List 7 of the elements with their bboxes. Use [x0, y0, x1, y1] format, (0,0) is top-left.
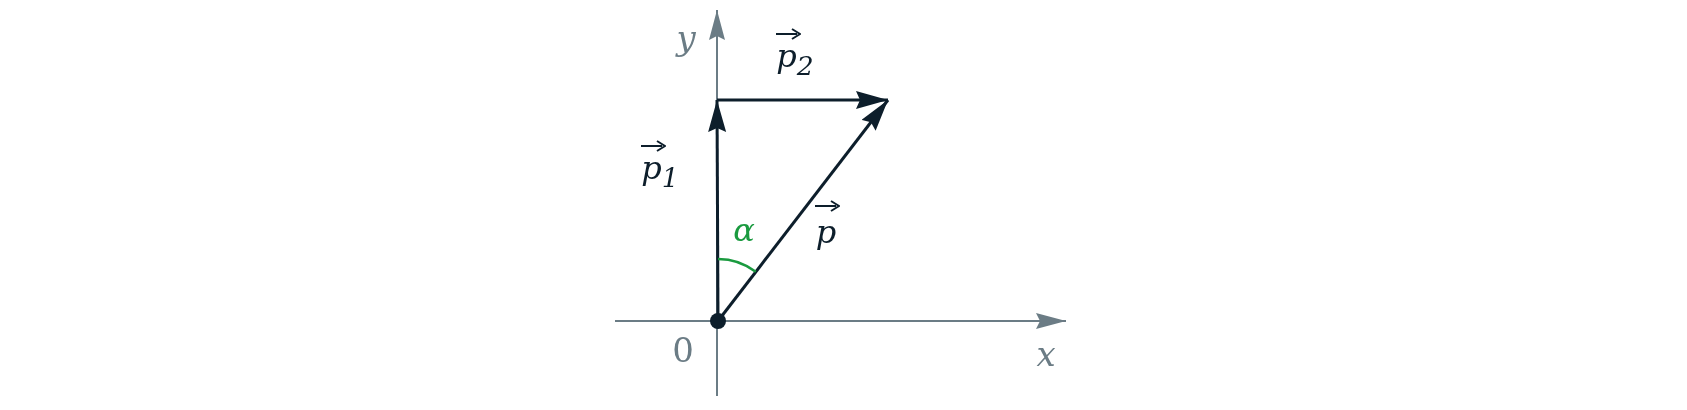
angle-label: α: [733, 214, 755, 246]
vector-label: p$_{2}$: [776, 40, 814, 80]
axis-label: x: [1036, 337, 1056, 371]
vector-label: p: [815, 216, 837, 248]
origin-label: 0: [672, 333, 694, 367]
axis-label: y: [676, 21, 696, 55]
vector-label: p$_{1}$: [641, 152, 679, 192]
